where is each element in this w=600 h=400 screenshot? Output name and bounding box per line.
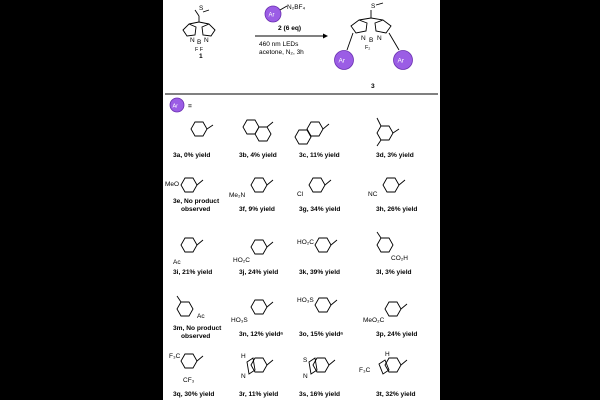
- compound-3d: 3d, 3% yield: [376, 117, 414, 159]
- svg-text:3m, No product: 3m, No product: [173, 325, 222, 332]
- compound-1-label: 1: [199, 53, 203, 60]
- compound-3a: 3a, 0% yield: [173, 121, 214, 159]
- svg-text:3q, 30% yield: 3q, 30% yield: [173, 391, 214, 398]
- compound-3e: MeO 3e, No product observed: [165, 177, 220, 213]
- compound-3f: Me₂N 3f, 9% yield: [229, 177, 275, 213]
- svg-text:3o, 15% yieldᵃ: 3o, 15% yieldᵃ: [299, 331, 343, 338]
- svg-text:Cl: Cl: [297, 191, 304, 198]
- svg-text:S: S: [371, 3, 376, 10]
- svg-text:N: N: [361, 35, 366, 42]
- ar-legend: Ar =: [169, 97, 192, 113]
- svg-text:CF₃: CF₃: [183, 377, 195, 384]
- svg-text:Ac: Ac: [197, 313, 205, 320]
- compound-3l: CO₂H 3l, 3% yield: [376, 231, 412, 276]
- svg-text:HO₃S: HO₃S: [231, 317, 248, 324]
- svg-text:S: S: [303, 357, 308, 364]
- compound-3g: Cl 3g, 34% yield: [297, 177, 340, 213]
- compound-3c: 3c, 11% yield: [294, 121, 340, 159]
- compound-3m: Ac 3m, No product observed: [173, 295, 222, 340]
- svg-text:Ar: Ar: [269, 13, 275, 19]
- compound-3k: HO₂C 3k, 39% yield: [297, 237, 340, 276]
- compound-3j: HO₂C 3j, 24% yield: [233, 239, 278, 276]
- compound-3h: NC 3h, 26% yield: [368, 177, 417, 213]
- compound-3-structure: S N B N F₂ Ar Ar 3: [334, 2, 413, 90]
- svg-text:3e, No product: 3e, No product: [173, 198, 220, 205]
- svg-text:F F: F F: [195, 47, 204, 53]
- svg-text:N: N: [204, 37, 209, 44]
- svg-text:N: N: [377, 35, 382, 42]
- reaction-scheme-figure: S N B N F F 1 Ar N₂BF₄ 2 (6 eq) 460 nm L…: [165, 2, 438, 398]
- svg-text:3j, 24% yield: 3j, 24% yield: [239, 269, 278, 276]
- svg-text:3c, 11% yield: 3c, 11% yield: [299, 152, 340, 159]
- ar-badge-icon: [334, 50, 354, 70]
- conditions-light: 460 nm LEDs: [259, 41, 299, 48]
- svg-text:Ar: Ar: [173, 104, 179, 110]
- compound-3i: Ac 3i, 21% yield: [173, 237, 212, 276]
- sme-label-1: S: [199, 5, 204, 12]
- ar-badge-icon: [169, 97, 185, 113]
- ar-badge-icon: [393, 50, 413, 70]
- svg-text:Ar: Ar: [339, 58, 346, 65]
- substrate-grid: 3a, 0% yield 3b, 4% yield 3c, 11% yield …: [165, 117, 417, 398]
- svg-text:N: N: [241, 373, 246, 380]
- svg-text:MeO₂C: MeO₂C: [363, 317, 385, 324]
- svg-text:HO₂C: HO₂C: [233, 257, 250, 264]
- svg-text:CO₂H: CO₂H: [391, 255, 408, 262]
- reaction-arrow: [255, 33, 328, 39]
- svg-text:N: N: [303, 373, 308, 380]
- ar-badge-icon: [264, 5, 282, 23]
- diazonium-formula: N₂BF₄: [287, 4, 306, 11]
- svg-text:H: H: [385, 351, 390, 358]
- compound-3s: S N 3s, 16% yield: [299, 357, 340, 398]
- svg-text:H: H: [241, 353, 246, 360]
- svg-text:Me₂N: Me₂N: [229, 192, 246, 199]
- svg-text:3p, 24% yield: 3p, 24% yield: [376, 331, 417, 338]
- svg-text:F₃C: F₃C: [169, 353, 181, 360]
- svg-text:3f, 9% yield: 3f, 9% yield: [239, 206, 275, 213]
- compound-3r: H N 3r, 11% yield: [239, 353, 278, 398]
- svg-text:3d, 3% yield: 3d, 3% yield: [376, 152, 414, 159]
- svg-text:3s, 16% yield: 3s, 16% yield: [299, 391, 340, 398]
- svg-text:HO₃S: HO₃S: [297, 297, 314, 304]
- compound-3p: MeO₂C 3p, 24% yield: [363, 301, 417, 338]
- svg-text:3n, 12% yieldᵃ: 3n, 12% yieldᵃ: [239, 331, 283, 338]
- svg-text:Ac: Ac: [173, 259, 181, 266]
- conditions-solvent: acetone, N₂, 3h: [259, 49, 304, 56]
- compound-1-structure: S N B N F F 1: [182, 5, 216, 60]
- compound-3t: H F₃C 3t, 32% yield: [359, 351, 416, 398]
- svg-text:3k, 39% yield: 3k, 39% yield: [299, 269, 340, 276]
- compound-3q: F₃C CF₃ 3q, 30% yield: [169, 353, 214, 398]
- svg-text:B: B: [369, 37, 373, 44]
- compound-3-label: 3: [371, 83, 375, 90]
- svg-text:N: N: [190, 37, 195, 44]
- svg-text:NC: NC: [368, 191, 378, 198]
- svg-text:B: B: [197, 39, 201, 46]
- svg-text:3i, 21% yield: 3i, 21% yield: [173, 269, 212, 276]
- reagent-equivalents: 2 (6 eq): [278, 25, 301, 32]
- svg-text:F₂: F₂: [365, 45, 370, 51]
- svg-text:observed: observed: [181, 333, 210, 340]
- svg-text:MeO: MeO: [165, 181, 179, 188]
- svg-text:3r, 11% yield: 3r, 11% yield: [239, 391, 278, 398]
- svg-text:3h, 26% yield: 3h, 26% yield: [376, 206, 417, 213]
- svg-text:3g, 34% yield: 3g, 34% yield: [299, 206, 340, 213]
- compound-3b: 3b, 4% yield: [239, 119, 277, 159]
- svg-text:3b, 4% yield: 3b, 4% yield: [239, 152, 277, 159]
- compound-3n: HO₃S 3n, 12% yieldᵃ: [231, 299, 283, 338]
- svg-text:observed: observed: [181, 206, 210, 213]
- svg-text:3t, 32% yield: 3t, 32% yield: [376, 391, 416, 398]
- svg-text:=: =: [188, 103, 192, 110]
- svg-text:3l, 3% yield: 3l, 3% yield: [376, 269, 412, 276]
- svg-text:HO₂C: HO₂C: [297, 239, 314, 246]
- svg-text:Ar: Ar: [398, 58, 405, 65]
- compound-3o: HO₃S 3o, 15% yieldᵃ: [297, 297, 343, 338]
- reagent-2: Ar N₂BF₄ 2 (6 eq): [264, 4, 306, 32]
- document-page: S N B N F F 1 Ar N₂BF₄ 2 (6 eq) 460 nm L…: [163, 0, 440, 400]
- svg-text:3a, 0% yield: 3a, 0% yield: [173, 152, 210, 159]
- svg-text:F₃C: F₃C: [359, 367, 371, 374]
